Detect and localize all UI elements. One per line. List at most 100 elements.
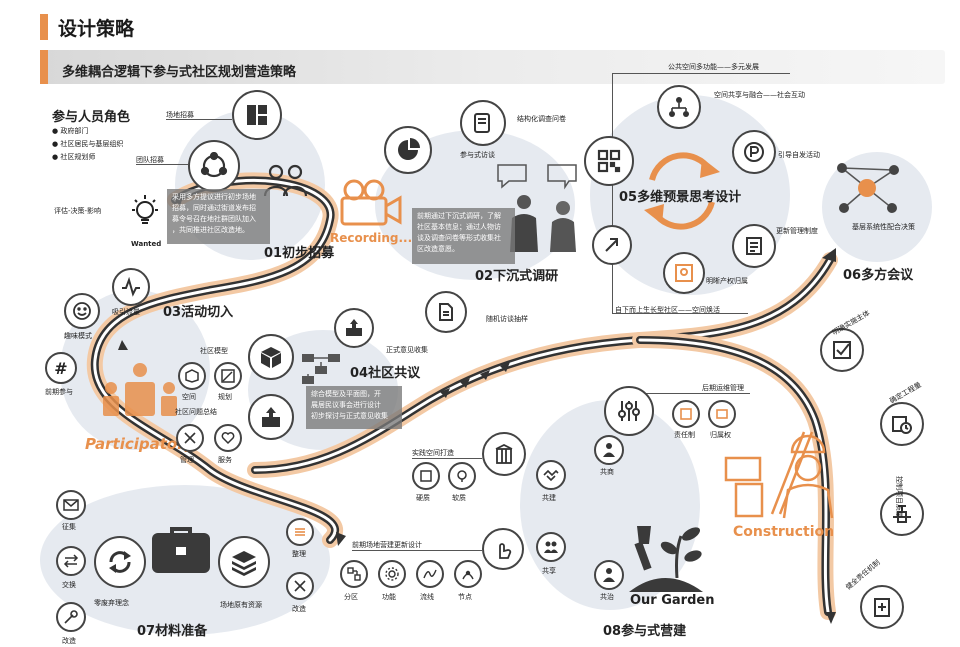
note-line: 区改造意愿。 — [417, 245, 459, 253]
group-icon: ● — [52, 140, 61, 148]
set-schedule-ring — [880, 402, 924, 446]
section-04-title: 04社区共议 — [350, 366, 421, 381]
safety-mech-ring — [860, 585, 904, 629]
responsibility-label: 责任制 — [674, 431, 695, 439]
recording-label: Recording... — [330, 231, 413, 245]
section-07-title: 07材料准备 — [137, 624, 208, 639]
participatory-interview-label: 参与式访谈 — [460, 151, 495, 159]
questionnaire-label: 结构化调查问卷 — [517, 115, 566, 123]
team-recruit-label: 团队招募 — [136, 156, 164, 164]
hierarchy-icon — [669, 97, 689, 117]
mail-icon — [63, 499, 79, 511]
building-ring — [482, 432, 526, 476]
wanted-label: Wanted — [131, 240, 162, 248]
planning-ring — [214, 362, 242, 390]
flow-icon — [423, 569, 437, 579]
person-icon — [603, 443, 615, 457]
parking-icon — [744, 142, 764, 162]
exchange-ring — [56, 546, 86, 576]
control-quality-label: 控制项目质量 — [895, 476, 903, 518]
cycle-arrows-icon — [640, 140, 725, 240]
checkbox-icon — [833, 341, 851, 359]
organize-label: 整理 — [292, 550, 306, 558]
community-model-label: 社区模型 — [200, 347, 228, 355]
chain-label: 评估-决策-影响 — [54, 207, 102, 215]
pulse-icon — [122, 277, 140, 297]
valve-icon — [893, 505, 911, 523]
hard-quality-label: 硬质 — [416, 494, 430, 502]
our-garden-label: Our Garden — [630, 593, 715, 608]
note-02: 前期通过下沉式调研，了解 社区基本信息；通过人物访 谈及调查问卷等形式收集社 区… — [412, 208, 515, 264]
random-sampling-ring — [425, 291, 467, 333]
leader-line — [412, 458, 482, 459]
qr-ring — [584, 136, 634, 186]
note-line: 采用多方提议进行初步场地 — [172, 193, 256, 201]
pie-chart-icon — [398, 138, 420, 160]
role-label: 社区居民与基层组织 — [60, 140, 124, 148]
note-line: 招募，同时通过街道发布招 — [172, 204, 256, 212]
transform2-label: 改造 — [292, 605, 306, 613]
co-build-label: 共建 — [542, 494, 556, 502]
hash-icon: # — [54, 358, 68, 378]
problem-summary-label: 社区问题总结 — [175, 408, 217, 416]
role-government: ● 政府部门 — [52, 125, 123, 138]
note-line: 谈及调查问卷等形式收集社 — [417, 234, 501, 242]
box-icon — [185, 369, 199, 383]
role-label: 社区规划师 — [60, 153, 96, 161]
team-recruit-ring — [188, 140, 240, 192]
toolbox-icon — [150, 515, 212, 577]
site-resources-label: 场地原有资源 — [220, 601, 262, 609]
layers-icon — [232, 551, 256, 576]
formal-opinion-label: 正式意见收集 — [386, 346, 428, 354]
construction-label: Construction — [733, 524, 835, 540]
role-label: 政府部门 — [60, 127, 89, 135]
attract-flow-ring — [112, 268, 150, 306]
leader-line — [136, 164, 188, 165]
page-subtitle: 多维耦合逻辑下参与式社区规划营造策略 — [62, 65, 297, 80]
map-pin-icon — [675, 264, 693, 282]
function-label: 功能 — [382, 593, 396, 601]
note-line: ，共同推进社区改造地。 — [172, 226, 249, 234]
section-08-title: 08参与式营建 — [603, 624, 687, 639]
pencil-icon — [221, 369, 235, 383]
property-rights-ring — [663, 252, 705, 294]
space-share-label: 空间共享与融合——社会互动 — [714, 91, 805, 99]
ownership-ring — [708, 400, 736, 428]
fun-mode-label: 趣味模式 — [64, 332, 92, 340]
stack-icon — [295, 528, 305, 536]
recycle-icon — [109, 551, 131, 573]
hard-quality-ring — [412, 462, 440, 490]
transform-ring — [56, 602, 86, 632]
medical-doc-icon — [874, 598, 890, 617]
leader-line — [352, 550, 482, 551]
participatory-label: Participatory — [85, 435, 195, 453]
person-icon: ● — [52, 127, 61, 135]
function-ring — [378, 560, 406, 588]
space-ring — [178, 362, 206, 390]
attract-flow-label: 吸引流量 — [112, 308, 140, 316]
gear-icon — [385, 567, 399, 581]
subtitle-accent — [40, 50, 48, 84]
arrow-up-icon — [605, 238, 618, 252]
section-02-title: 02下沉式调研 — [475, 269, 559, 284]
organize-ring — [286, 518, 314, 546]
role-planner: ● 社区规划师 — [52, 151, 123, 164]
problem-summary-ring — [248, 394, 294, 440]
tree-icon — [457, 470, 467, 482]
co-share-ring — [536, 532, 566, 562]
qr-icon — [597, 149, 621, 173]
tools-icon — [294, 580, 306, 592]
zoning-icon — [347, 567, 361, 581]
note-line: 社区基本信息；通过人物访 — [417, 223, 501, 231]
garden-plant-icon — [625, 512, 705, 592]
wanted-lightbulb-icon — [125, 192, 165, 232]
zoning-label: 分区 — [344, 593, 358, 601]
space-share-ring — [657, 85, 701, 129]
calendar-clock-icon — [892, 416, 912, 434]
sliders-ring — [604, 386, 654, 436]
co-business-label: 共商 — [600, 468, 614, 476]
node-label: 节点 — [458, 593, 472, 601]
service-ring — [214, 424, 242, 452]
arrow-up-ring — [592, 225, 632, 265]
